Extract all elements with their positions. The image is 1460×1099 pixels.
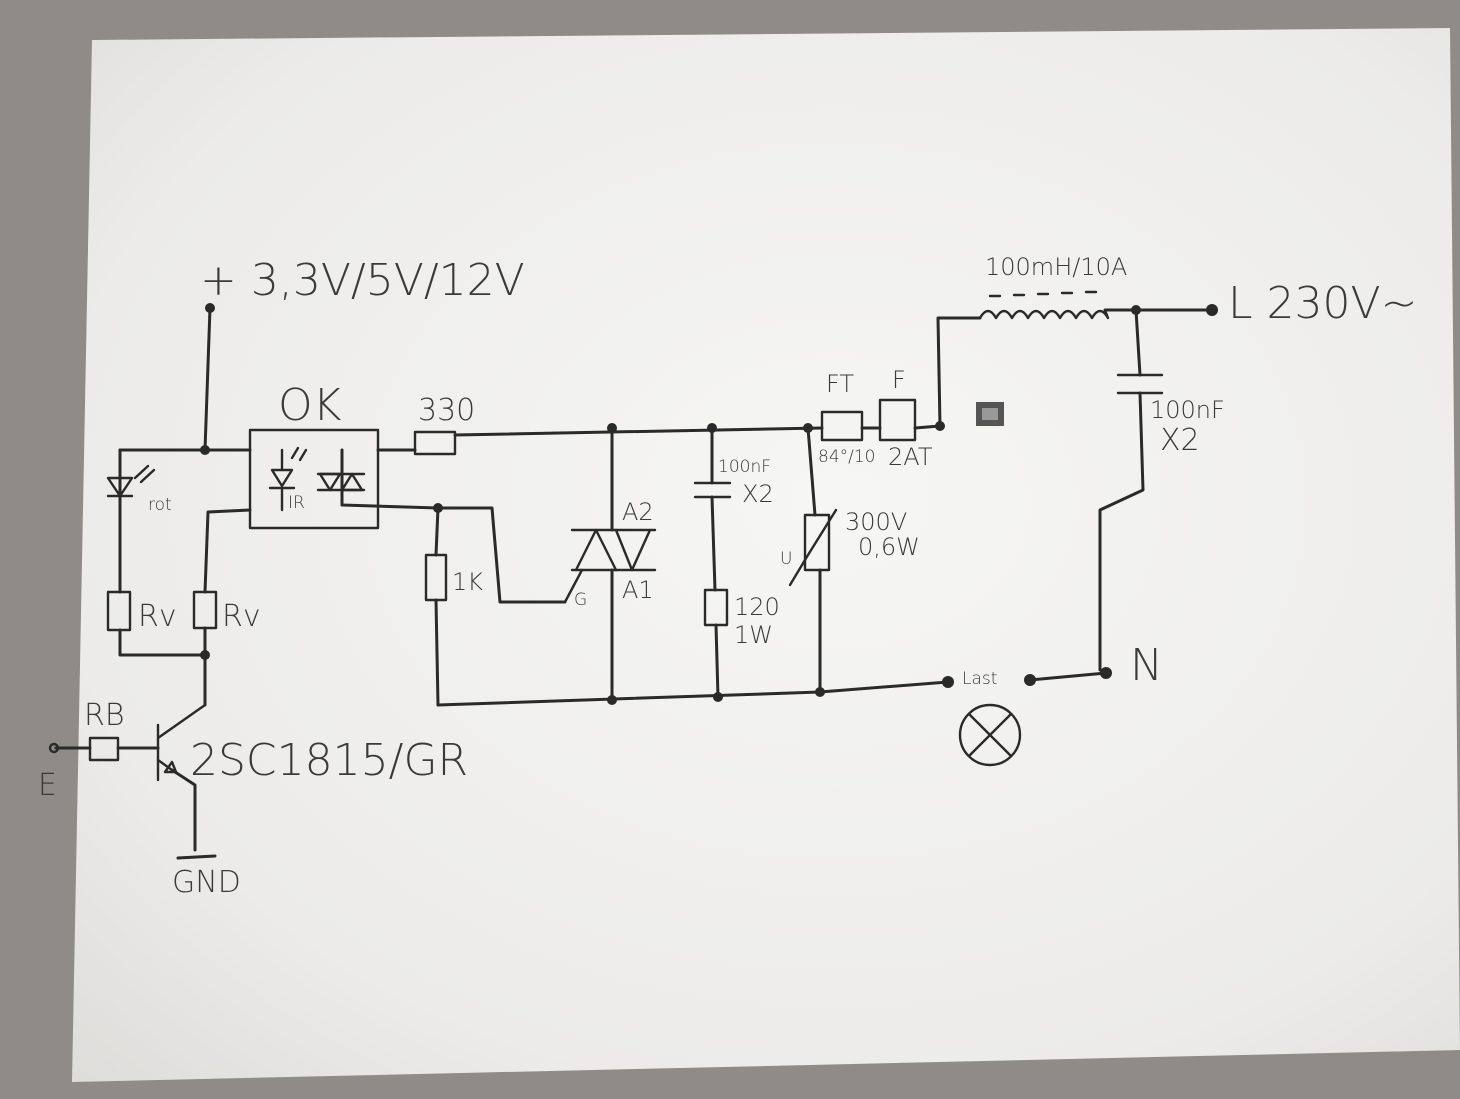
load-terminal-right <box>1024 674 1036 686</box>
supply-label: + 3,3V/5V/12V <box>200 255 525 306</box>
inductor: 100mH/10A <box>978 253 1127 320</box>
input-label: E <box>38 768 57 803</box>
led-red: rot <box>106 464 172 515</box>
junctions <box>200 305 1141 705</box>
load-label: Last <box>962 669 997 689</box>
lamp-symbol <box>958 703 1022 767</box>
inductor-label: 100mH/10A <box>985 253 1127 281</box>
cap-mid-class: X2 <box>742 480 774 508</box>
transistor-label: 2SC1815/GR <box>190 735 468 786</box>
neutral-label: N <box>1130 640 1163 691</box>
optocoupler: OK IR <box>248 380 380 530</box>
ft-rating-label: 84°/10 <box>818 447 876 467</box>
varistor: U 300V 0,6W <box>780 508 920 587</box>
resistor-rv-led <box>106 590 132 632</box>
mains-l-terminal <box>1206 304 1218 316</box>
led-color-label: rot <box>148 495 172 515</box>
cap-right-value: 100nF <box>1150 396 1225 424</box>
capacitor-x2: 100nF X2 <box>1116 373 1225 458</box>
fuse-rating-label: 2AT <box>888 443 933 471</box>
resistor-330 <box>413 430 457 456</box>
thermal-fuse <box>820 410 864 442</box>
paper-sheet <box>72 28 1460 1082</box>
load-terminal-left <box>942 676 954 688</box>
varistor-v-label: 300V <box>845 508 907 536</box>
gnd-label: GND <box>172 865 241 900</box>
input-terminal <box>48 742 60 754</box>
fuse-node <box>935 421 945 431</box>
ft-label: FT <box>826 370 854 398</box>
r120-label: 120 <box>734 593 780 621</box>
r120-w-label: 1W <box>734 621 773 649</box>
rv1-label: Rv <box>138 599 177 634</box>
triac-a2-label: A2 <box>622 498 654 526</box>
cap-right-class: X2 <box>1160 423 1200 458</box>
resistor-1k <box>424 553 448 602</box>
varistor-w-label: 0,6W <box>858 533 920 561</box>
supply-terminal <box>205 303 215 313</box>
rb-label: RB <box>84 698 125 733</box>
resistor-rv-collector <box>192 590 218 630</box>
triac-a1-label: A1 <box>622 576 654 604</box>
cap-mid-value: 100nF <box>718 457 771 477</box>
mains-label: L 230V~ <box>1228 278 1417 329</box>
optocoupler-label: OK <box>278 380 342 431</box>
fuse <box>878 398 917 442</box>
transistor: 2SC1815/GR <box>156 703 468 786</box>
capacitor-snubber: 100nF X2 <box>693 457 774 508</box>
resistor-120 <box>703 588 729 627</box>
fuse-label: F <box>892 366 906 394</box>
neutral-terminal <box>1100 667 1112 679</box>
resistor-rb <box>88 736 120 762</box>
r330-label: 330 <box>418 393 475 428</box>
triac: A2 A1 G <box>563 498 657 610</box>
varistor-sym: U <box>780 549 792 569</box>
triac-g-label: G <box>574 590 587 610</box>
ir-label: IR <box>288 493 305 513</box>
r1k-label: 1K <box>452 568 483 596</box>
rv2-label: Rv <box>222 599 261 634</box>
